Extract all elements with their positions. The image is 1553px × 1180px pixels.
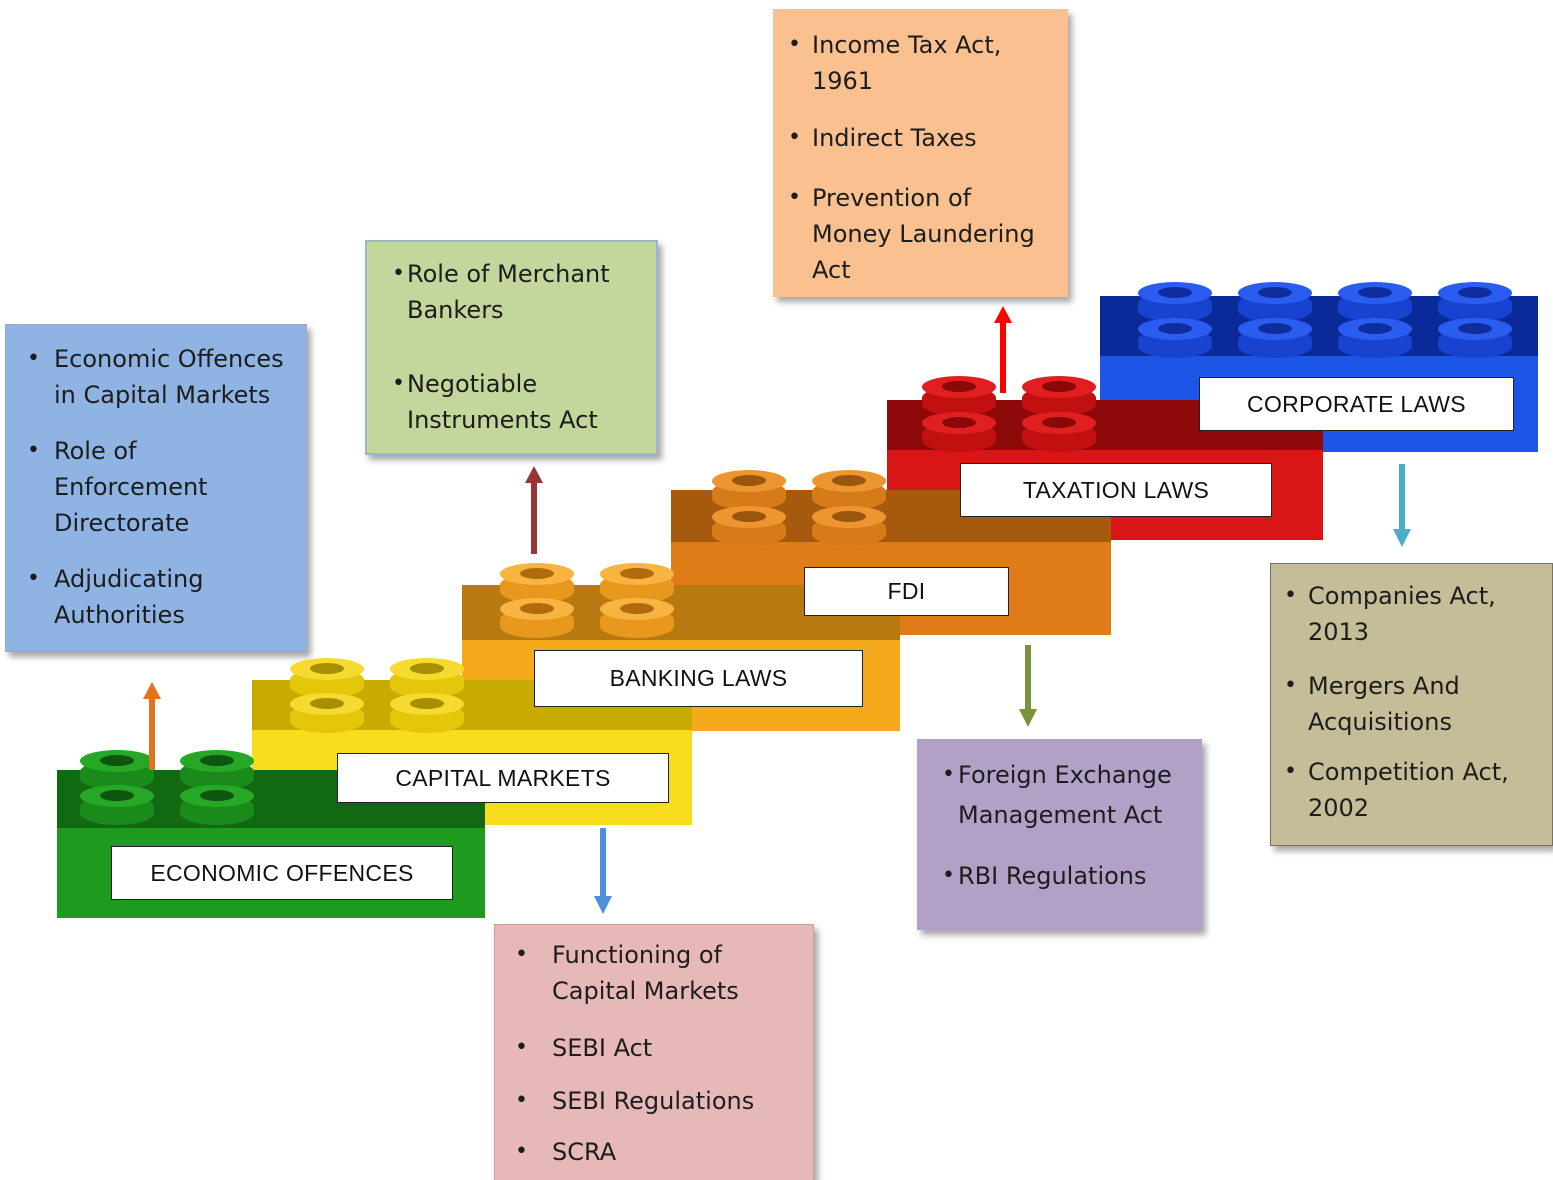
list-item: Role of Merchant Bankers [392, 256, 642, 328]
stud [922, 412, 996, 458]
stud [1238, 318, 1312, 364]
stud [1138, 318, 1212, 364]
label-fdi: FDI [804, 567, 1009, 616]
stud [180, 785, 254, 831]
arrow-up-banking-icon [525, 466, 543, 554]
list-item: SCRA [515, 1134, 801, 1170]
box-capital-markets: Functioning of Capital Markets SEBI Act … [494, 924, 814, 1180]
label-economic-offences: ECONOMIC OFFENCES [111, 846, 453, 900]
arrow-up-taxation-icon [994, 306, 1012, 393]
stud [290, 693, 364, 739]
stud [812, 470, 886, 516]
label-taxation-laws: TAXATION LAWS [960, 463, 1272, 517]
stud [1438, 282, 1512, 328]
list-item: Negotiable Instruments Act [392, 366, 642, 438]
box-economic-offences: Economic Offences in Capital Markets Rol… [5, 324, 307, 652]
list-item: Adjudicating Authorities [27, 561, 288, 633]
label-corporate-laws: CORPORATE LAWS [1199, 377, 1514, 431]
stud [1022, 412, 1096, 458]
list-item: Income Tax Act, 1961 [788, 27, 1054, 99]
stud [712, 470, 786, 516]
list-item: Competition Act, 2002 [1284, 754, 1540, 826]
list-item: RBI Regulations [942, 856, 1188, 896]
stud [1022, 376, 1096, 422]
arrow-down-corporate-icon [1393, 464, 1411, 547]
arrow-down-fdi-icon [1019, 645, 1037, 727]
stud [500, 598, 574, 644]
stud [1338, 318, 1412, 364]
list-item: Economic Offences in Capital Markets [27, 341, 288, 413]
box-taxation-laws: Income Tax Act, 1961 Indirect Taxes Prev… [773, 9, 1068, 297]
list-item: SEBI Regulations [515, 1083, 801, 1119]
list-item: Functioning of Capital Markets [515, 937, 801, 1009]
stud [80, 785, 154, 831]
list-item: Companies Act, 2013 [1284, 578, 1540, 650]
stud [812, 506, 886, 552]
stud [390, 693, 464, 739]
stud [290, 658, 364, 704]
arrow-up-economic-icon [143, 682, 161, 770]
list-item: Mergers And Acquisitions [1284, 668, 1540, 740]
stud [600, 598, 674, 644]
list-item: Role of Enforcement Directorate [27, 433, 288, 541]
list-item: SEBI Act [515, 1030, 801, 1066]
box-fdi: Foreign Exchange Management Act RBI Regu… [917, 739, 1202, 930]
label-banking-laws: BANKING LAWS [534, 650, 863, 707]
stud [1338, 282, 1412, 328]
box-banking-laws: Role of Merchant Bankers Negotiable Inst… [365, 240, 658, 455]
arrow-down-capital-icon [594, 828, 612, 914]
stud [1138, 282, 1212, 328]
list-item: Indirect Taxes [788, 120, 1054, 156]
box-corporate-laws: Companies Act, 2013 Mergers And Acquisit… [1270, 563, 1553, 846]
list-item: Foreign Exchange Management Act [942, 755, 1188, 835]
stud [712, 506, 786, 552]
label-capital-markets: CAPITAL MARKETS [337, 753, 669, 803]
stud [1438, 318, 1512, 364]
stud [922, 376, 996, 422]
list-item: Prevention of Money Laundering Act [788, 180, 1054, 288]
stud [1238, 282, 1312, 328]
